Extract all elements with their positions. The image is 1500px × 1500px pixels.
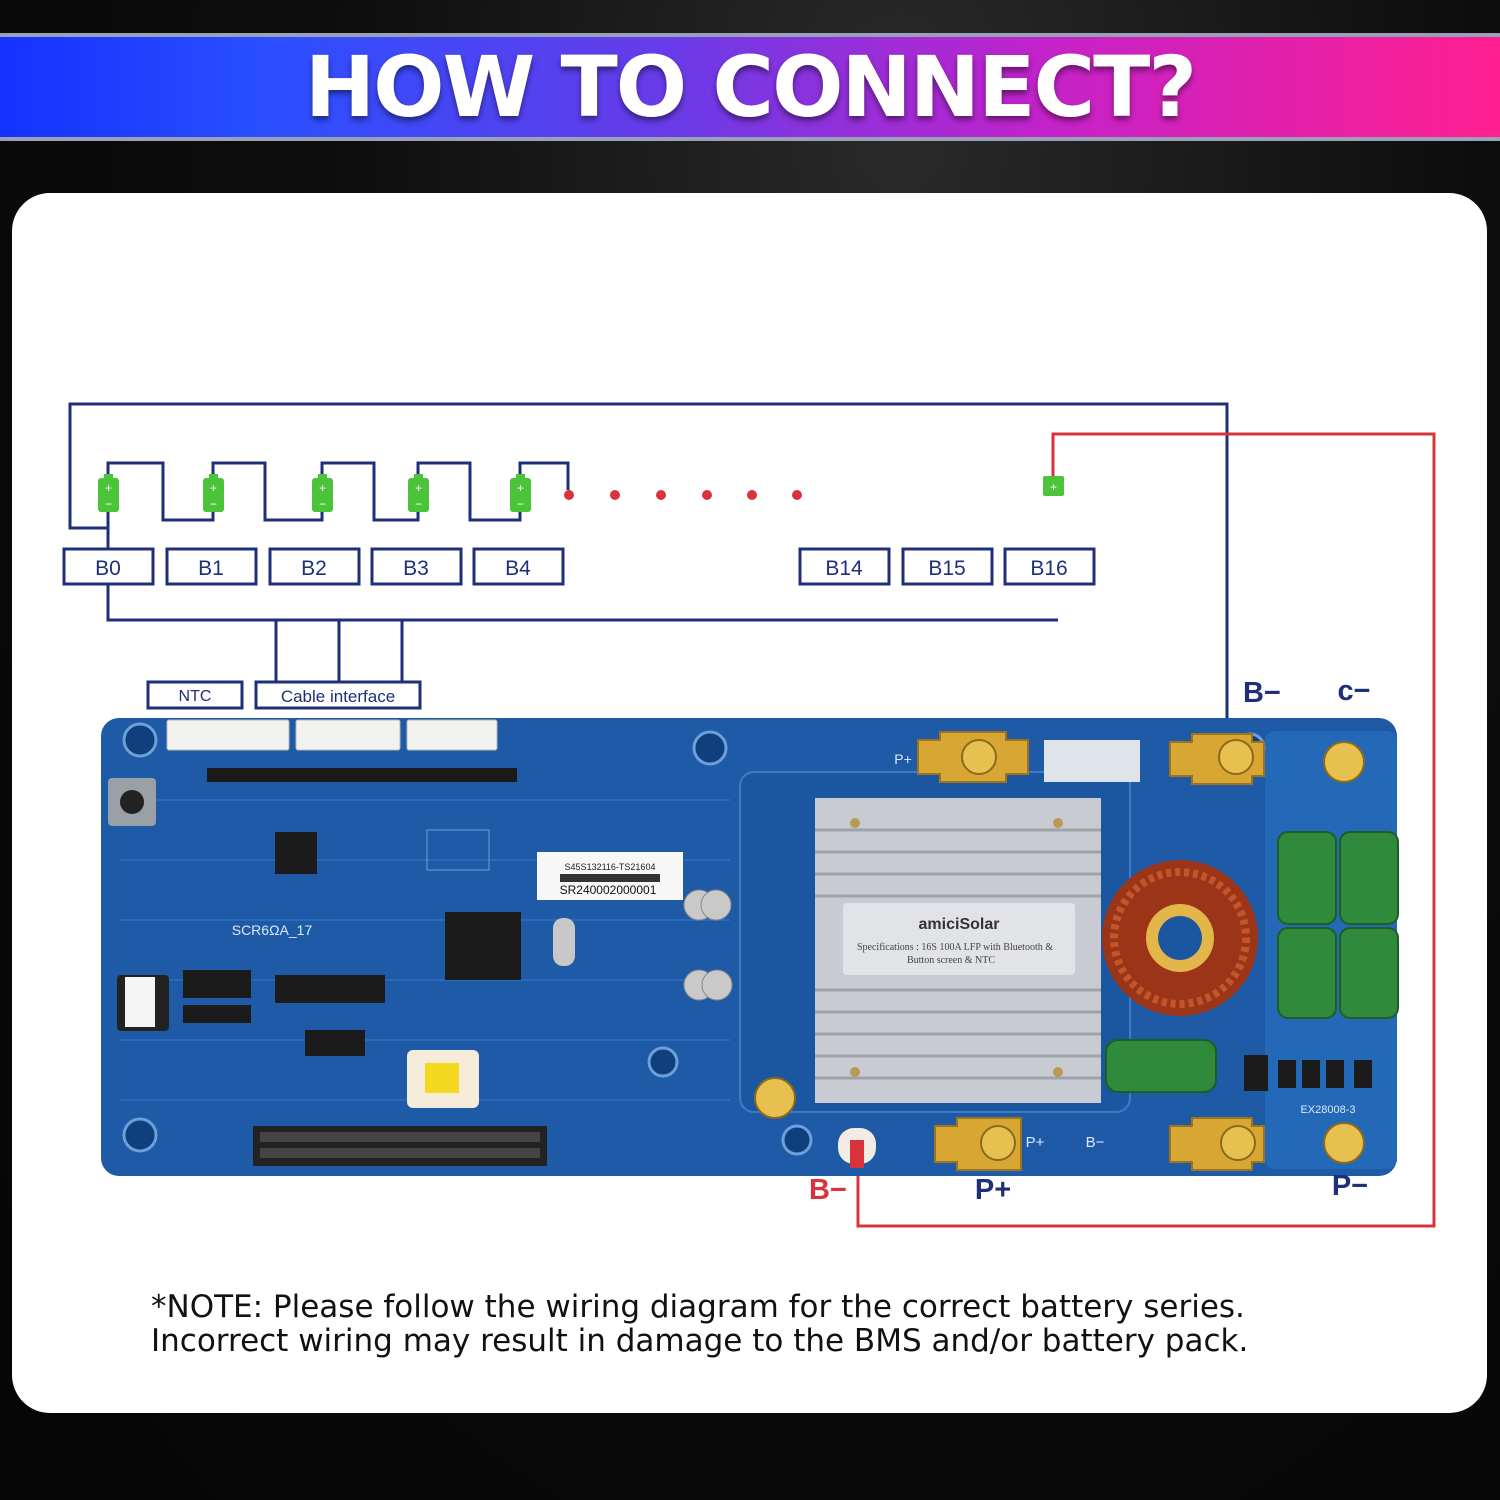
battery-cell: + − bbox=[203, 474, 224, 512]
silk-p-plus-bottom: P+ bbox=[1026, 1134, 1045, 1151]
svg-text:+: + bbox=[210, 481, 217, 495]
silk-p-plus: P+ bbox=[894, 751, 912, 767]
sense-boxes bbox=[62, 547, 1096, 586]
sense-label-b16: B16 bbox=[1030, 557, 1067, 580]
wiring-note: *NOTE: Please follow the wiring diagram … bbox=[151, 1290, 1451, 1358]
board-part-code: EX28008-3 bbox=[1300, 1104, 1355, 1116]
battery-cell: + − bbox=[98, 474, 119, 512]
label-b-minus-top: B− bbox=[1243, 677, 1281, 709]
battery-cell: + − bbox=[408, 474, 429, 512]
svg-text:+: + bbox=[319, 481, 326, 495]
label-c-minus: c− bbox=[1337, 675, 1370, 707]
svg-text:+: + bbox=[517, 481, 524, 495]
label-p-minus: P− bbox=[1332, 1170, 1368, 1202]
svg-text:−: − bbox=[319, 497, 326, 511]
continuation-dots bbox=[564, 490, 802, 500]
red-wiring bbox=[856, 432, 1436, 1228]
battery-cells: + − + − + − + − + − + bbox=[98, 474, 1064, 512]
svg-text:−: − bbox=[415, 497, 422, 511]
board-model: SCR6ΩA_17 bbox=[232, 922, 313, 938]
label-p-plus: P+ bbox=[975, 1174, 1011, 1206]
silk-b-minus: B− bbox=[1086, 1134, 1105, 1151]
title-banner bbox=[0, 33, 1500, 141]
board-specs-line1: Specifications : 16S 100A LFP with Bluet… bbox=[857, 942, 1053, 953]
svg-text:−: − bbox=[517, 497, 524, 511]
svg-text:−: − bbox=[210, 497, 217, 511]
sense-label-b1: B1 bbox=[198, 557, 224, 580]
svg-text:+: + bbox=[415, 481, 422, 495]
svg-text:+: + bbox=[105, 481, 112, 495]
battery-cell-last: + bbox=[1043, 476, 1064, 496]
banner-title: HOW TO CONNECT? bbox=[304, 38, 1197, 136]
battery-cell: + − bbox=[510, 474, 531, 512]
board-brand: amiciSolar bbox=[919, 916, 1000, 933]
bms-board: S45S132116-TS21604 SR240002000001 SCR6ΩA… bbox=[101, 718, 1399, 1176]
cable-interface-label: Cable interface bbox=[281, 687, 395, 706]
board-label-code: S45S132116-TS21604 bbox=[565, 862, 656, 872]
ntc-label: NTC bbox=[179, 688, 212, 705]
note-line-2: Incorrect wiring may result in damage to… bbox=[151, 1323, 1249, 1359]
sense-label-b2: B2 bbox=[301, 557, 327, 580]
sense-label-b4: B4 bbox=[505, 557, 531, 580]
sense-label-b3: B3 bbox=[403, 557, 429, 580]
note-line-1: *NOTE: Please follow the wiring diagram … bbox=[151, 1289, 1245, 1325]
svg-text:+: + bbox=[1050, 480, 1057, 494]
sense-label-b14: B14 bbox=[825, 557, 863, 580]
blue-wiring bbox=[68, 402, 1229, 720]
sense-label-b15: B15 bbox=[928, 557, 965, 580]
board-specs-line2: Button screen & NTC bbox=[907, 955, 995, 966]
battery-cell: + − bbox=[312, 474, 333, 512]
label-b-minus-bottom: B− bbox=[809, 1174, 847, 1206]
board-serial: SR240002000001 bbox=[560, 883, 657, 897]
svg-text:−: − bbox=[105, 497, 112, 511]
sense-label-b0: B0 bbox=[95, 557, 121, 580]
